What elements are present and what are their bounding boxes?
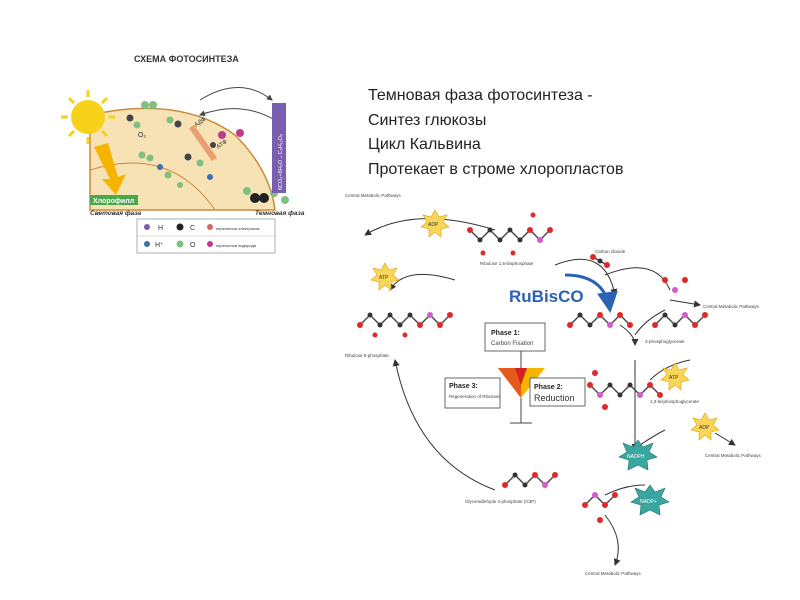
- light-phase-label: Световая фаза: [90, 210, 142, 217]
- svg-text:ATP: ATP: [669, 375, 679, 381]
- chlorophyll-badge: [90, 195, 138, 205]
- calvin-cycle-diagram: RuBisCO: [345, 193, 762, 576]
- svg-text:ATP: ATP: [379, 275, 389, 281]
- co2-molecule: [590, 254, 610, 268]
- oxygen-label: O₂: [138, 132, 146, 139]
- phase1-box: [484, 322, 546, 352]
- nadph-star-icon: NADPH: [618, 439, 658, 471]
- subheading-line-stroma: Протекает в строме хлоропластов: [368, 160, 624, 178]
- g3p-label: Glyceraldehyde 3-phosphate (G3P): [465, 499, 536, 504]
- atp-star-icon-3: ATP: [660, 362, 690, 391]
- central-pathways-label-right-2: Central Metabolic Pathways: [705, 453, 762, 458]
- svg-text:NADPH: NADPH: [627, 454, 645, 460]
- dark-phase-label: Темновая фаза: [255, 210, 305, 217]
- phase3-subtitle: Regeneration of Ribulose: [449, 394, 500, 399]
- central-pathways-label-top: Central Metabolic Pathways: [345, 193, 402, 198]
- adp-star-icon: ADP: [690, 412, 720, 441]
- sun-icon: [61, 90, 115, 144]
- phase2-box: [529, 377, 586, 407]
- svg-text:H: H: [158, 225, 163, 232]
- svg-text:переносчик электронов: переносчик электронов: [216, 226, 260, 231]
- bisphosphoglycerate-label: 1,3-bisphosphoglycerate: [650, 399, 700, 404]
- light-arrow-icon: [94, 143, 126, 195]
- svg-text:ADP: ADP: [428, 222, 439, 228]
- equation-label: 6CO₂+6H₂O→C₆H₁₂O₆: [278, 134, 284, 190]
- molecule-ribulose-5p: [359, 314, 451, 326]
- atp-star-icon-2: ATP: [370, 262, 400, 291]
- phase3-title: Phase 3:: [449, 383, 478, 390]
- rubisco-label: RuBisCO: [509, 287, 584, 306]
- central-pathways-label-right: Central Metabolic Pathways: [703, 304, 760, 309]
- molecule-atoms-1: [467, 212, 553, 256]
- carbon-dioxide-label: Carbon dioxide: [595, 249, 626, 254]
- ribulose-5p-label: Ribulose 5-phosphate: [345, 353, 389, 358]
- phase2-title: Phase 2:: [534, 384, 563, 391]
- svg-text:ADP: ADP: [699, 425, 710, 431]
- svg-text:H⁺: H⁺: [155, 241, 164, 249]
- central-pathways-label-bottom: Central Metabolic Pathways: [585, 571, 642, 576]
- svg-text:NADP+: NADP+: [640, 499, 657, 505]
- ribulose-bp-label: Ribulose 1,5-bisphosphate: [480, 261, 534, 266]
- chloroplast-body: [89, 107, 276, 211]
- subheading-line-calvin: Цикл Кальвина: [368, 136, 481, 153]
- photosynthesis-scheme: СХЕМА ФОТОСИНТЕЗА: [61, 54, 305, 254]
- phase1-subtitle: Carbon Fixation: [491, 341, 533, 347]
- slide-text: Темновая фаза фотосинтеза - Синтез глюко…: [368, 84, 788, 182]
- subheading-line-glucose: Синтез глюкозы: [368, 111, 487, 129]
- scheme-title: СХЕМА ФОТОСИНТЕЗА: [134, 54, 239, 64]
- svg-text:O: O: [190, 242, 196, 249]
- molecule-dots: [126, 101, 289, 204]
- chlorophyll-label: Хлорофилл: [93, 198, 134, 205]
- svg-text:переносчик водорода: переносчик водорода: [216, 243, 257, 248]
- phosphoglycerate-label: 3-phosphoglycerate: [645, 339, 685, 344]
- scheme-legend: H C переносчик электронов H⁺ O переносчи…: [136, 218, 276, 254]
- phase1-title: Phase 1:: [491, 330, 520, 337]
- phase3-box: [444, 377, 501, 409]
- atp-label: АТФ: [216, 139, 229, 151]
- phase2-subtitle: Reduction: [534, 393, 575, 403]
- nadp-star-icon: NADP+: [630, 484, 670, 516]
- atp-star-icon: ADP: [420, 209, 450, 238]
- rubisco-arrow-icon: [564, 273, 618, 313]
- heading-line: Темновая фаза фотосинтеза -: [368, 87, 593, 104]
- svg-text:C: C: [190, 225, 195, 232]
